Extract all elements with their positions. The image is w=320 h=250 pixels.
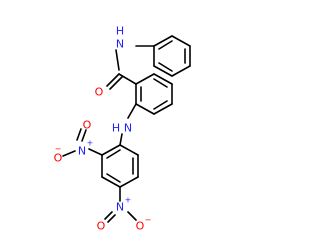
- bond: [158, 62, 173, 72]
- bond: [104, 211, 113, 220]
- nitro-nitrogen-label: N: [78, 145, 86, 158]
- phenyl-ring: [153, 35, 191, 77]
- nitro-oxygen-label: O: [97, 220, 106, 233]
- bond: [101, 176, 121, 188]
- amide-nitrogen-label: N: [116, 38, 124, 51]
- benzamide-ring: [135, 73, 173, 115]
- bond: [81, 129, 87, 142]
- bond: [135, 103, 155, 115]
- bond: [153, 78, 168, 88]
- bond: [109, 76, 123, 90]
- bond: [101, 144, 121, 156]
- bond: [106, 173, 121, 183]
- nitro-oxygen-anion-label: O: [54, 152, 63, 165]
- amine-nitrogen-hydrogen-label: H: [112, 122, 120, 135]
- bond: [135, 73, 155, 85]
- bond: [118, 73, 137, 85]
- bond: [62, 150, 76, 157]
- bond: [127, 211, 137, 221]
- bond: [107, 214, 116, 223]
- bond: [153, 100, 168, 110]
- nitro-nitrogen-charge: +: [125, 196, 132, 205]
- nitro-oxygen-anion-charge: −: [55, 145, 62, 154]
- bond: [106, 73, 120, 87]
- bond: [119, 144, 139, 156]
- molecule-structure: N H O N H N + O O − N + O O −: [54, 25, 191, 233]
- amine-nitrogen-label: N: [124, 122, 132, 135]
- bond: [119, 176, 139, 188]
- bond: [106, 149, 121, 159]
- bond: [153, 65, 173, 77]
- bond: [171, 65, 191, 77]
- nitro-oxygen-anion-charge: −: [145, 216, 152, 225]
- bond: [153, 103, 173, 115]
- nitro-oxygen-anion-label: O: [136, 220, 145, 233]
- bond: [153, 73, 173, 85]
- bond: [158, 40, 173, 50]
- structure-canvas: N H O N H N + O O − N + O O −: [53, 24, 191, 233]
- bond: [127, 103, 137, 119]
- bond: [115, 49, 120, 71]
- bond: [76, 128, 82, 141]
- bond: [88, 148, 103, 156]
- carbonyl-oxygen-label: O: [95, 86, 104, 99]
- nitro-nitrogen-label: N: [116, 201, 124, 214]
- nitro-oxygen-label: O: [83, 119, 92, 132]
- bond: [171, 35, 191, 47]
- bond: [153, 35, 173, 47]
- dinitrophenyl-ring: [101, 144, 139, 188]
- nitro-nitrogen-charge: +: [87, 139, 94, 148]
- bond: [119, 133, 123, 146]
- amide-nitrogen-hydrogen-label: H: [116, 25, 124, 38]
